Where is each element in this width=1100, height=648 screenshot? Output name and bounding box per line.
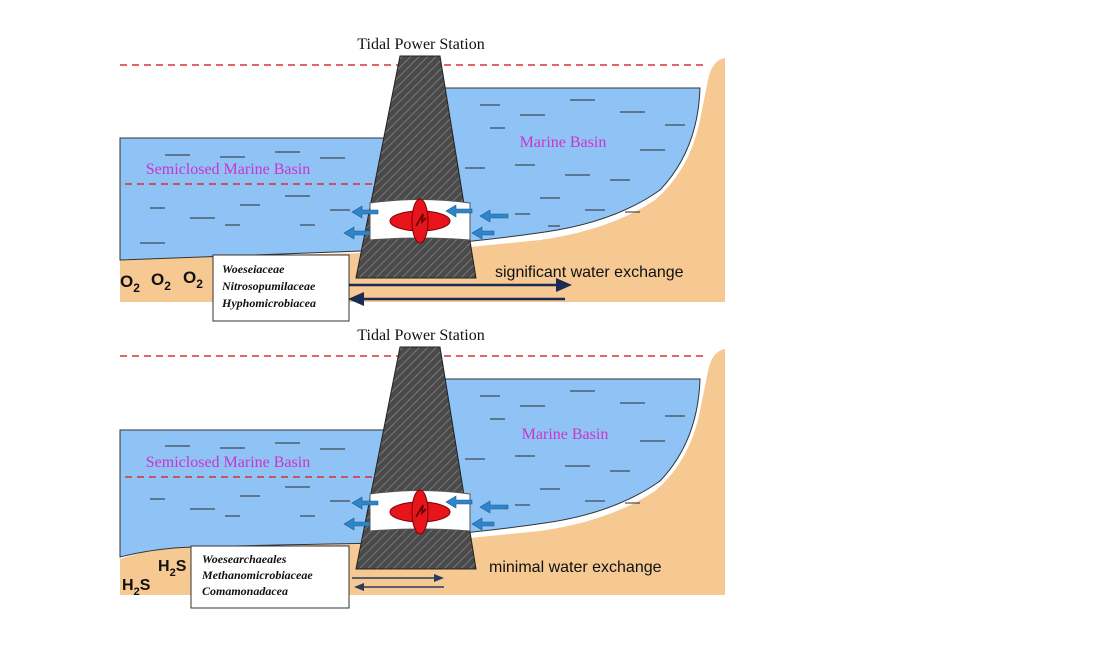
taxon: Hyphomicrobiacea <box>221 296 316 310</box>
svg-text:H2S: H2S <box>122 577 151 598</box>
taxa-box: Woesearchaeales Methanomicrobiaceae Coma… <box>190 545 350 609</box>
station-title: Tidal Power Station <box>357 327 484 344</box>
chemical-main: O <box>183 268 196 287</box>
exchange-label: significant water exchange <box>495 264 684 281</box>
oxygen-labels: O2 O2 O2 <box>120 268 203 295</box>
chemical-sub: 2 <box>164 279 171 293</box>
sand-ground <box>120 58 725 302</box>
chemical-main: O <box>151 270 164 289</box>
hydrogen-sulfide-labels: H2S H2S <box>122 558 187 598</box>
sand-ground <box>120 349 725 595</box>
chemical-sub: 2 <box>134 586 140 598</box>
chemical-main: H <box>158 558 170 575</box>
svg-text:O2: O2 <box>183 268 203 291</box>
marine-basin-label: Marine Basin <box>522 426 609 443</box>
panel-minimal-exchange: Tidal Power Station Marine Basin Semiclo… <box>119 327 725 609</box>
marine-basin-water <box>439 378 701 536</box>
panel-significant-exchange: Tidal Power Station Marine Basin Semiclo… <box>119 36 725 322</box>
taxon: Woeseiaceae <box>222 262 285 276</box>
chemical-tail: S <box>176 558 187 575</box>
chemical-tail: S <box>140 577 151 594</box>
marine-basin-water <box>439 87 701 245</box>
semiclosed-basin-water <box>119 137 391 261</box>
turbine-icon <box>389 489 451 535</box>
taxon: Nitrosopumilaceae <box>221 279 316 293</box>
chemical-sub: 2 <box>133 281 140 295</box>
flow-arrows <box>343 204 509 240</box>
semiclosed-basin-label: Semiclosed Marine Basin <box>146 161 310 178</box>
chemical-main: O <box>120 272 133 291</box>
chemical-sub: 2 <box>170 567 176 579</box>
water-ripples <box>140 99 685 244</box>
marine-basin-label: Marine Basin <box>520 134 607 151</box>
taxon: Woesearchaeales <box>202 552 287 566</box>
svg-text:O2: O2 <box>151 270 171 293</box>
flow-arrows <box>343 495 509 531</box>
exchange-label: minimal water exchange <box>489 559 662 576</box>
turbine-icon <box>389 198 451 244</box>
semiclosed-basin-label: Semiclosed Marine Basin <box>146 454 310 471</box>
exchange-arrows <box>352 574 444 591</box>
chemical-main: H <box>122 577 134 594</box>
svg-text:H2S: H2S <box>158 558 187 579</box>
water-ripples <box>150 390 685 517</box>
station-title: Tidal Power Station <box>357 36 484 53</box>
taxa-box: Woeseiaceae Nitrosopumilaceae Hyphomicro… <box>212 254 350 322</box>
svg-text:O2: O2 <box>120 272 140 295</box>
taxon: Comamonadacea <box>202 584 288 598</box>
chemical-sub: 2 <box>196 277 203 291</box>
semiclosed-basin-water <box>119 429 391 558</box>
taxon: Methanomicrobiaceae <box>201 568 313 582</box>
